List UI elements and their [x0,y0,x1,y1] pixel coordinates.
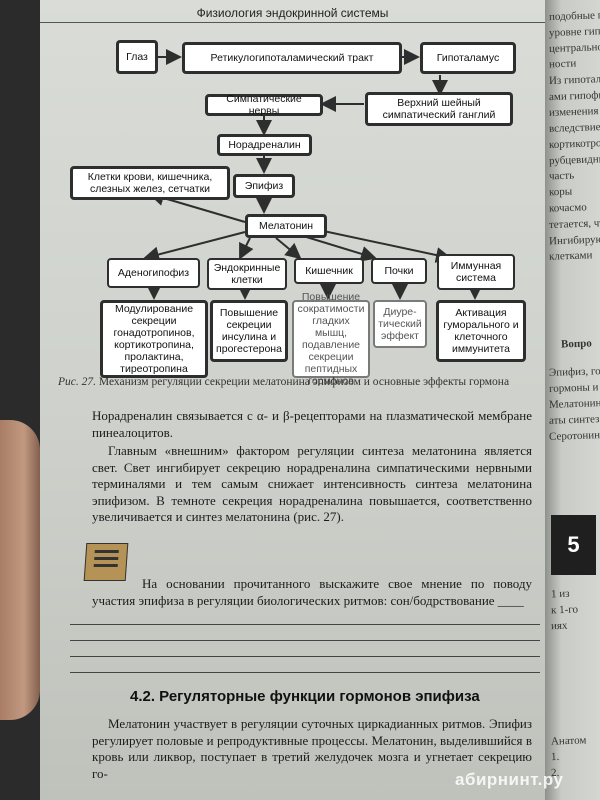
paragraph-1: Норадреналин связывается с α- и β-рецепт… [92,408,532,440]
answer-line [70,656,540,657]
task-text: На основании прочитанного выскажите свое… [92,576,532,608]
paragraph-3: Мелатонин участвует в регуляции суточных… [92,716,532,781]
node-endocrine-cells: Эндокринные клетки [207,258,287,290]
adjacent-text: коры [548,185,573,199]
node-melatonin: Мелатонин [245,214,327,238]
effect-endocrine-cells: Повышение секреции инсулина и прогестеро… [210,300,288,362]
answer-line [70,672,540,673]
figure-label: Рис. 27. [58,376,97,388]
adjacent-text: центральной [548,40,600,56]
adjacent-text: к 1-го [550,603,579,617]
adjacent-text: гормоны и с [548,381,600,395]
adjacent-text: иях [550,619,568,633]
node-hypothalamus: Гипоталамус [420,42,516,74]
node-upper-cervical-ganglion: Верхний шейный симпатический ганглий [365,92,513,126]
arrow-melatonin-adeno [143,231,246,263]
adjacent-page: подобные гип уровне гипоф центральной но… [545,0,600,800]
node-noradrenaline: Норадреналин [217,134,312,156]
adjacent-text: ами гипофиза [548,88,600,104]
adjacent-text: рубцевидные [548,152,600,168]
adjacent-text: клетками [548,249,593,263]
adjacent-text: аты синтез [548,413,600,427]
adjacent-text: Анатом [550,734,587,748]
adjacent-text: Серотонин: [548,429,600,443]
thumb [0,420,40,720]
adjacent-text: 1 из [550,587,570,601]
adjacent-text: ности [548,57,577,71]
section-heading: 4.2. Регуляторные функции гормонов эпифи… [130,688,480,705]
adjacent-text: Ингибирующими [548,232,600,248]
adjacent-text: кортикотроп [548,136,600,152]
chapter-badge: 5 [551,515,596,575]
adjacent-text: кочасмо [548,201,587,215]
adjacent-text: изменения [548,105,599,119]
adjacent-text: Из гипотала [548,73,600,87]
paragraph-2: Главным «внешним» фактором регуляции син… [92,443,532,524]
effect-adenohypophysis: Модулирование секреции гонадотропинов, к… [100,300,208,378]
figure-caption: Рис. 27. Механизм регуляции секреции мел… [58,376,538,388]
effect-kidneys: Диуре-тический эффект [373,300,427,348]
adjacent-text: Вопро [560,337,592,351]
adjacent-text: Эпифиз, гор [548,365,600,379]
effect-immune-system: Активация гуморального и клеточного имму… [436,300,526,362]
answer-line [70,640,540,641]
adjacent-text: вследствие [548,121,600,135]
watermark: абирнинт.ру [455,770,564,789]
node-sympathetic-nerves: Симпатические нервы [205,93,323,117]
arrow-melatonin-endocrine [239,237,254,260]
adjacent-text: часть [548,169,575,183]
answer-line [70,624,540,625]
adjacent-text: Мелатонин [548,397,600,411]
effect-intestine: Повышение сократимости гладких мышц, под… [292,291,370,387]
arrow-melatonin-intestine [275,237,302,260]
node-kidneys: Почки [371,258,427,284]
adjacent-text: подобные гип [548,8,600,24]
node-intestine: Кишечник [294,258,364,284]
adjacent-text: 1. [550,750,560,764]
book-page: Физиология эндокринной системы [40,0,545,800]
node-epiphysis: Эпифиз [233,174,295,198]
node-retino-tract: Ретикулогипоталамический тракт [182,42,402,74]
adjacent-text: уровне гипоф [548,24,600,40]
node-adenohypophysis: Аденогипофиз [107,258,200,288]
node-immune-system: Иммунная система [437,254,515,290]
node-eye: Глаз [116,40,158,74]
adjacent-text: тетается, что [548,216,600,232]
running-header: Физиология эндокринной системы [40,6,545,23]
figure-caption-text: Механизм регуляции секреции мелатонина э… [98,376,510,388]
node-target-cells: Клетки крови, кишечника, слезных желез, … [70,166,230,200]
